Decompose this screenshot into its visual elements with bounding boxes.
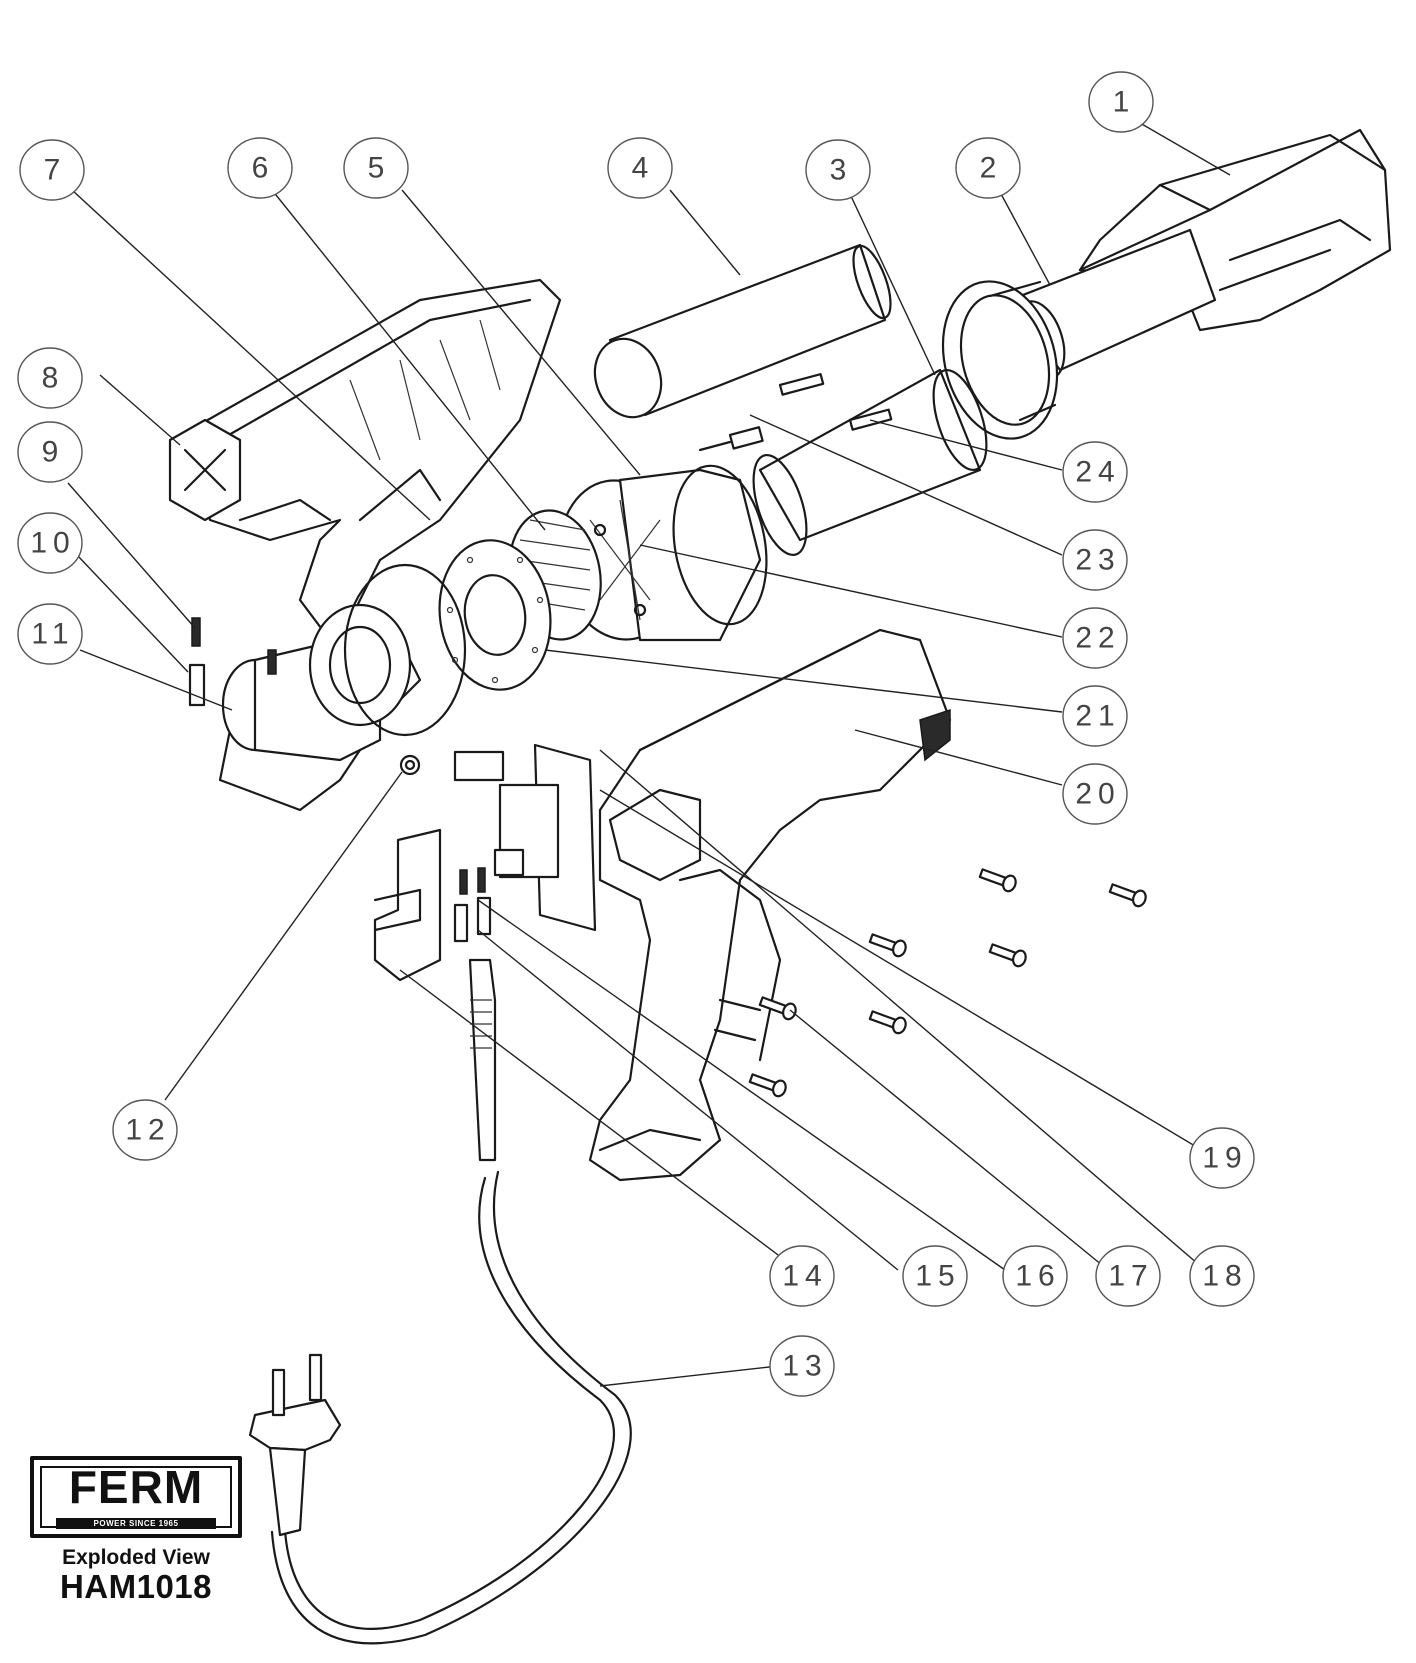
- svg-text:15: 15: [915, 1260, 960, 1293]
- svg-text:5: 5: [368, 152, 391, 185]
- part-7-left-housing: [188, 278, 562, 812]
- svg-text:22: 22: [1075, 622, 1120, 655]
- callout-18: 18: [1189, 1245, 1255, 1307]
- callout-2: 2: [955, 137, 1021, 199]
- part-19-screws: [748, 868, 1147, 1098]
- callout-24: 24: [1062, 441, 1128, 503]
- part-8-end-cap: [168, 418, 242, 522]
- callout-20: 20: [1062, 763, 1128, 825]
- parts-9-10-contacts: [188, 617, 277, 707]
- svg-text:18: 18: [1202, 1260, 1247, 1293]
- callout-13: 13: [769, 1335, 835, 1397]
- callout-10: 10: [17, 512, 83, 574]
- callout-11: 11: [17, 603, 83, 665]
- svg-text:8: 8: [42, 362, 65, 395]
- callout-21: 21: [1062, 685, 1128, 747]
- callout-12: 12: [112, 1099, 178, 1161]
- callout-4: 4: [607, 137, 673, 199]
- brand-logo: FERM POWER SINCE 1965: [30, 1456, 242, 1538]
- svg-text:23: 23: [1075, 544, 1120, 577]
- svg-text:17: 17: [1108, 1260, 1153, 1293]
- callout-6: 6: [227, 137, 293, 199]
- callout-17: 17: [1095, 1245, 1161, 1307]
- part-2-flange: [941, 280, 1059, 440]
- svg-text:3: 3: [830, 154, 853, 187]
- part-3-inner-tube: [752, 368, 988, 557]
- callout-7: 7: [19, 139, 85, 201]
- svg-text:12: 12: [125, 1114, 170, 1147]
- svg-text:11: 11: [31, 618, 74, 651]
- callout-14: 14: [769, 1245, 835, 1307]
- part-11-motor: [221, 563, 467, 762]
- svg-text:7: 7: [44, 154, 67, 187]
- part-1-nozzle: [1008, 128, 1392, 380]
- svg-text:9: 9: [42, 436, 65, 469]
- svg-text:21: 21: [1075, 700, 1120, 733]
- callout-1: 1: [1088, 71, 1154, 133]
- callout-9: 9: [17, 421, 83, 483]
- part-5-fan-housing: [558, 464, 768, 642]
- logo-brand-name: FERM: [68, 1461, 204, 1513]
- callout-3: 3: [805, 139, 871, 201]
- leader-lines: [67, 122, 1231, 1387]
- part-4-mica-tube: [593, 243, 892, 419]
- callout-15: 15: [902, 1245, 968, 1307]
- ferm-logo-block: FERM POWER SINCE 1965 Exploded View HAM1…: [22, 1456, 250, 1604]
- svg-text:19: 19: [1202, 1142, 1247, 1175]
- callout-16: 16: [1002, 1245, 1068, 1307]
- callout-23: 23: [1062, 529, 1128, 591]
- part-12-screw: [399, 754, 421, 776]
- svg-text:16: 16: [1015, 1260, 1060, 1293]
- svg-text:13: 13: [782, 1350, 827, 1383]
- part-21-disc: [438, 539, 552, 691]
- svg-text:20: 20: [1075, 778, 1120, 811]
- callout-19: 19: [1189, 1127, 1255, 1189]
- svg-text:14: 14: [782, 1260, 827, 1293]
- svg-text:2: 2: [980, 152, 1003, 185]
- svg-text:6: 6: [252, 152, 275, 185]
- svg-text:10: 10: [30, 527, 75, 560]
- part-13-cable-plug: [248, 958, 632, 1645]
- svg-text:24: 24: [1075, 456, 1120, 489]
- callout-22: 22: [1062, 607, 1128, 669]
- callout-8: 8: [17, 347, 83, 409]
- callout-bubbles: 1 2 3 4 5 6 7 8 9 10 11 12 13 14 15 16 1…: [17, 71, 1255, 1397]
- svg-text:1: 1: [1113, 86, 1136, 119]
- model-code: HAM1018: [59, 1568, 213, 1605]
- parts-23-24-terminals: [698, 373, 893, 452]
- parts-15-18-switch-pcb: [453, 743, 597, 943]
- view-title: Exploded View: [62, 1546, 210, 1569]
- callout-5: 5: [343, 137, 409, 199]
- logo-tagline: POWER SINCE 1965: [56, 1518, 216, 1529]
- part-14-switch-cover: [373, 828, 442, 982]
- svg-text:4: 4: [632, 152, 655, 185]
